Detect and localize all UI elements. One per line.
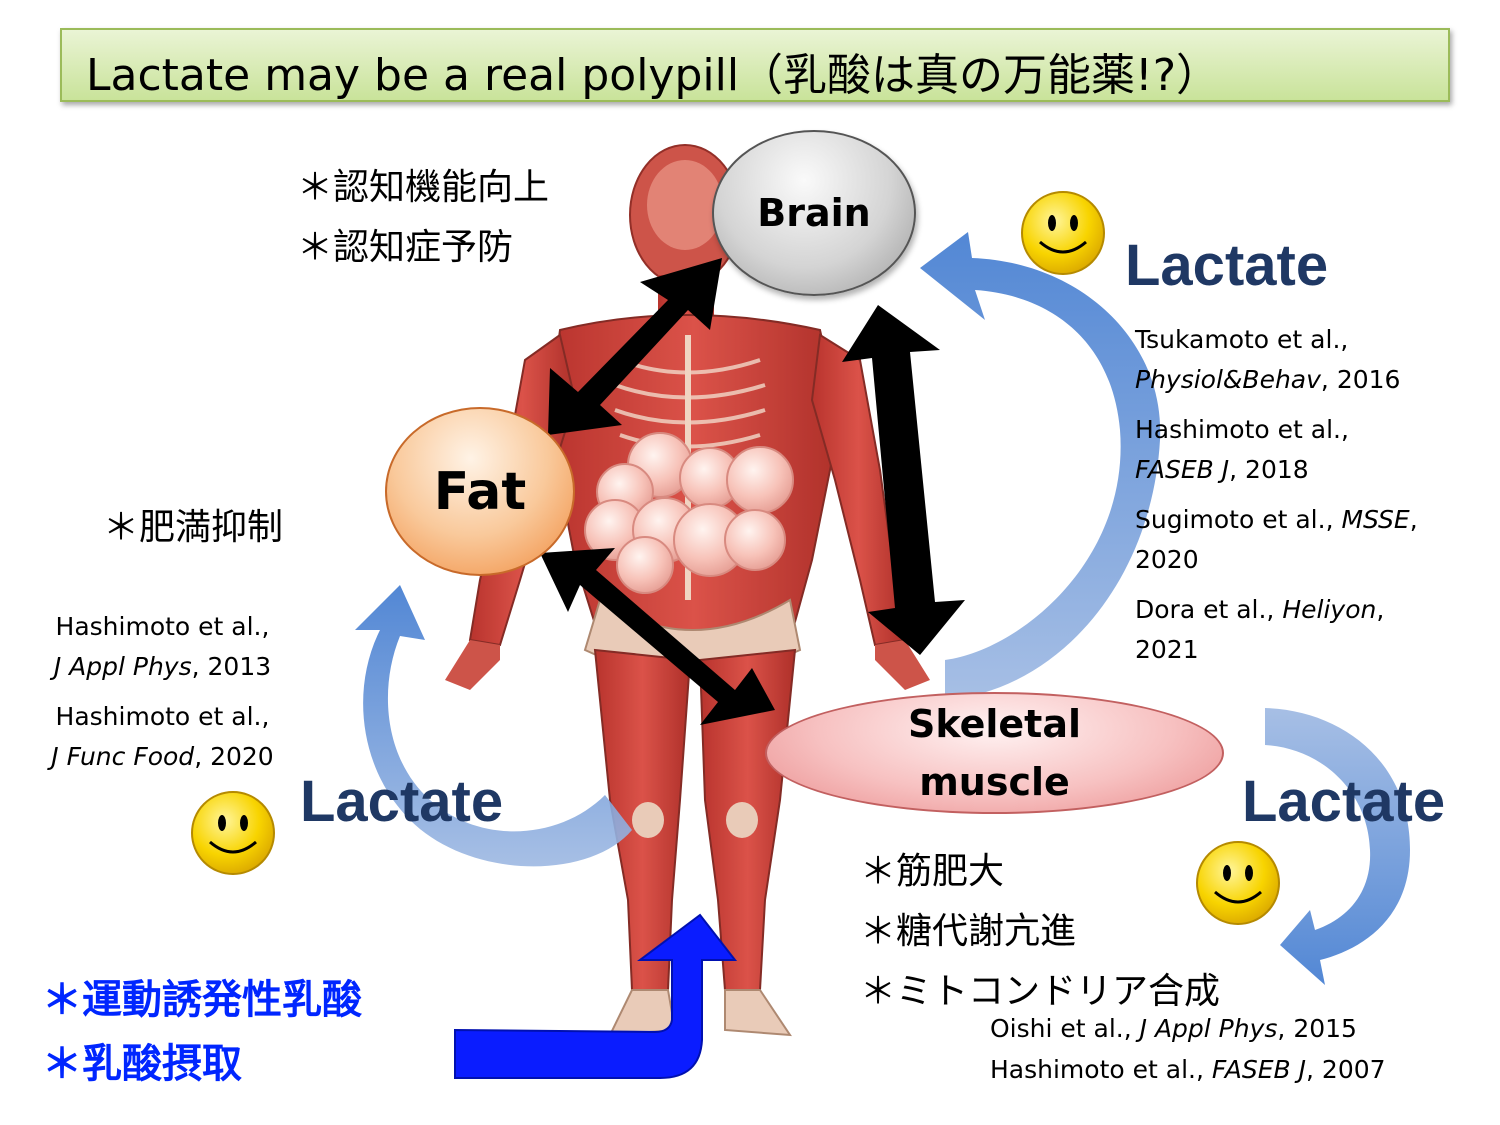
- benefit-item: ＊認知症予防: [297, 227, 514, 268]
- skeletal-muscle-label-line2: muscle: [919, 760, 1070, 804]
- reference-year: , 2015: [1277, 1014, 1357, 1043]
- intervention-item: ＊運動誘発性乳酸: [42, 977, 362, 1023]
- reference-authors: Hashimoto et al.,: [1135, 415, 1349, 444]
- smiley-face-icon: [1196, 841, 1280, 925]
- cycle-arrow-muscle: [1265, 708, 1410, 985]
- fat-benefits: ＊肥満抑制: [103, 498, 283, 558]
- smiley-face-icon: [191, 791, 275, 875]
- reference-punct: ,: [1376, 595, 1385, 624]
- reference-journal: FASEB J: [1135, 455, 1230, 484]
- reference-year: 2020: [1135, 545, 1199, 574]
- benefit-item: ＊認知機能向上: [297, 167, 550, 208]
- benefit-item: ＊ミトコンドリア合成: [860, 971, 1221, 1012]
- reference-punct: ,: [1409, 505, 1418, 534]
- smiley-face-icon: [1021, 191, 1105, 275]
- reference-entry: Sugimoto et al., MSSE, 2020: [1135, 500, 1418, 580]
- reference-entry: Dora et al., Heliyon, 2021: [1135, 590, 1418, 670]
- muscle-benefits: ＊筋肥大 ＊糖代謝亢進 ＊ミトコンドリア合成: [860, 842, 1220, 1022]
- reference-authors: Sugimoto et al.,: [1135, 505, 1342, 534]
- reference-year: , 2020: [194, 742, 274, 771]
- fat-node: Fat: [385, 407, 575, 576]
- reference-entry: Hashimoto et al., FASEB J, 2007: [990, 1049, 1386, 1090]
- references-brain: Tsukamoto et al., Physiol&Behav, 2016 Ha…: [1135, 320, 1418, 680]
- reference-journal: Heliyon: [1282, 595, 1377, 624]
- references-muscle: Oishi et al., J Appl Phys, 2015 Hashimot…: [990, 1008, 1386, 1090]
- cycle-arrow-brain: [920, 232, 1161, 700]
- reference-year: , 2016: [1320, 365, 1401, 394]
- references-fat: Hashimoto et al., J Appl Phys, 2013 Hash…: [40, 607, 285, 787]
- reference-journal: FASEB J: [1211, 1055, 1307, 1084]
- title-banner: Lactate may be a real polypill（乳酸は真の万能薬!…: [60, 28, 1450, 102]
- reference-year: , 2007: [1306, 1055, 1386, 1084]
- page-title: Lactate may be a real polypill（乳酸は真の万能薬!…: [86, 50, 1221, 101]
- reference-authors: Tsukamoto et al.,: [1135, 325, 1349, 354]
- fat-cells-cluster: [584, 432, 794, 594]
- lactate-label-muscle: Lactate: [1242, 769, 1446, 834]
- reference-entry: Oishi et al., J Appl Phys, 2015: [990, 1008, 1386, 1049]
- intervention-item: ＊乳酸摂取: [42, 1041, 242, 1087]
- brain-benefits: ＊認知機能向上 ＊認知症予防: [297, 158, 549, 278]
- reference-journal: J Func Food: [51, 742, 195, 771]
- reference-journal: MSSE: [1341, 505, 1410, 534]
- benefit-item: ＊糖代謝亢進: [860, 911, 1077, 952]
- reference-journal: J Appl Phys: [53, 652, 192, 681]
- lactate-label-fat: Lactate: [300, 769, 504, 834]
- reference-year: , 2013: [191, 652, 272, 681]
- reference-authors: Hashimoto et al.,: [55, 612, 270, 641]
- interventions-list: ＊運動誘発性乳酸 ＊乳酸摂取: [42, 968, 362, 1096]
- benefit-item: ＊肥満抑制: [103, 507, 284, 548]
- reference-entry: Hashimoto et al., J Func Food, 2020: [40, 697, 285, 777]
- reference-authors: Hashimoto et al.,: [990, 1055, 1212, 1084]
- double-headed-arrows: [540, 258, 965, 725]
- skeletal-muscle-node: Skeletal muscle: [765, 692, 1224, 814]
- reference-authors: Oishi et al.,: [990, 1014, 1140, 1043]
- reference-journal: Physiol&Behav: [1135, 365, 1321, 394]
- bent-blue-arrow: [454, 913, 738, 1079]
- reference-journal: J Appl Phys: [1139, 1014, 1278, 1043]
- reference-entry: Hashimoto et al., J Appl Phys, 2013: [40, 607, 285, 687]
- reference-authors: Hashimoto et al.,: [55, 702, 270, 731]
- brain-label: Brain: [757, 191, 871, 235]
- benefit-item: ＊筋肥大: [860, 851, 1005, 892]
- brain-node: Brain: [712, 130, 916, 296]
- fat-label: Fat: [433, 461, 527, 522]
- lactate-label-brain: Lactate: [1125, 233, 1329, 298]
- reference-authors: Dora et al.,: [1135, 595, 1283, 624]
- cycle-arrow-fat: [355, 585, 632, 867]
- reference-year: 2021: [1135, 635, 1199, 664]
- reference-entry: Hashimoto et al., FASEB J, 2018: [1135, 410, 1418, 490]
- skeletal-muscle-label-line1: Skeletal: [907, 702, 1082, 746]
- reference-entry: Tsukamoto et al., Physiol&Behav, 2016: [1135, 320, 1418, 400]
- reference-year: , 2018: [1229, 455, 1309, 484]
